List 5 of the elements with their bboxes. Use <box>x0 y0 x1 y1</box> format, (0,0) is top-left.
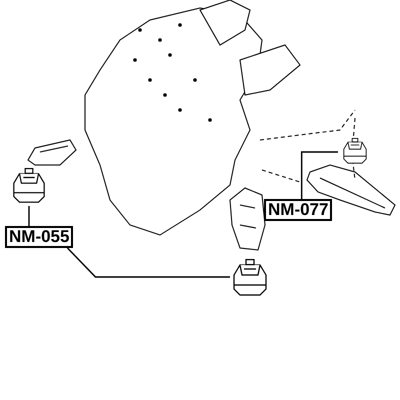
part-number-label: NM-077 <box>264 199 332 221</box>
leader-line <box>28 206 30 226</box>
part-number-label: NM-055 <box>5 226 74 248</box>
leader-line <box>66 248 230 278</box>
leader-line <box>300 151 338 199</box>
